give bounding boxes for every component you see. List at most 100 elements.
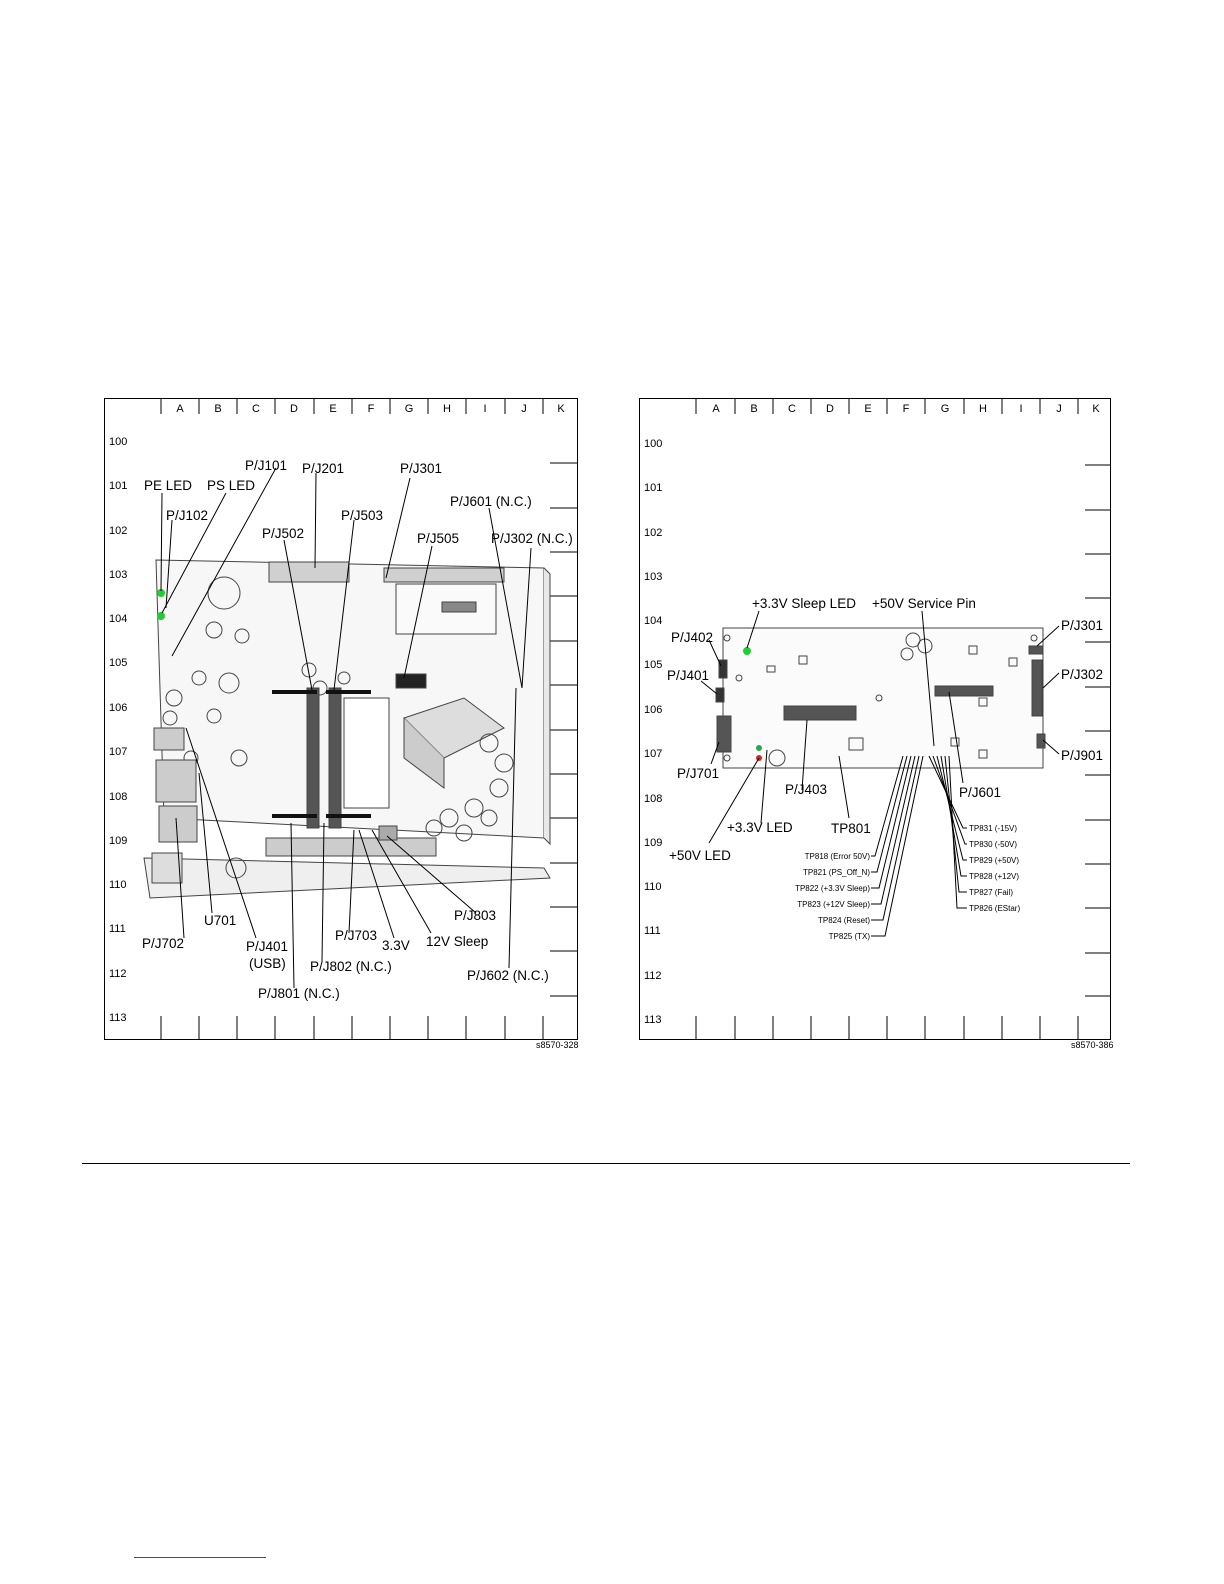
col-label: C — [252, 403, 260, 415]
frame — [104, 398, 578, 1040]
row-label: 102 — [644, 527, 662, 539]
row-label: 105 — [644, 659, 662, 671]
label-pj301: P/J301 — [400, 461, 442, 476]
label-pj401: P/J401 — [667, 668, 709, 683]
row-label: 109 — [109, 835, 127, 847]
row-label: 109 — [644, 837, 662, 849]
label-pj302: P/J302 (N.C.) — [491, 531, 573, 546]
ps-led-indicator — [157, 612, 165, 620]
row-label: 100 — [644, 438, 662, 450]
row-label: 107 — [644, 748, 662, 760]
test-point-label: TP831 (-15V) — [969, 824, 1017, 833]
test-point-label: TP828 (+12V) — [969, 872, 1019, 881]
label-pj302: P/J302 — [1061, 667, 1103, 682]
bottom-ticks — [695, 1016, 1079, 1040]
label-pj201: P/J201 — [302, 461, 344, 476]
label-pj901: P/J901 — [1061, 748, 1103, 763]
row-label: 111 — [644, 925, 661, 937]
label-u701: U701 — [204, 913, 236, 928]
label-sleep-led: +3.3V Sleep LED — [752, 596, 856, 611]
label-tp801: TP801 — [831, 821, 871, 836]
label-pe-led: PE LED — [144, 478, 192, 493]
col-label: E — [329, 403, 336, 415]
row-label: 112 — [644, 970, 662, 982]
leader-lines — [700, 610, 1060, 844]
pe-led-indicator — [157, 589, 165, 597]
row-label: 104 — [109, 613, 127, 625]
label-pj101: P/J101 — [245, 458, 287, 473]
col-label: F — [903, 403, 910, 415]
left-board-diagram: A B C D E F G H I J K 100 101 102 103 10… — [104, 398, 578, 1050]
col-label: G — [941, 403, 950, 415]
label-pj802: P/J802 (N.C.) — [310, 959, 392, 974]
frame — [639, 398, 1111, 1040]
label-3v3: 3.3V — [382, 938, 410, 953]
label-3v3-led: +3.3V LED — [727, 820, 793, 835]
test-point-label: TP829 (+50V) — [969, 856, 1019, 865]
test-point-label: TP824 (Reset) — [818, 916, 870, 925]
footer-link-underline[interactable] — [134, 1557, 266, 1558]
row-label: 111 — [109, 923, 126, 935]
test-point-label: TP825 (TX) — [829, 932, 871, 941]
row-label: 101 — [644, 482, 662, 494]
col-label: H — [979, 403, 987, 415]
col-label: B — [750, 403, 757, 415]
test-point-label: TP827 (Fail) — [969, 888, 1013, 897]
label-pj801: P/J801 (N.C.) — [258, 986, 340, 1001]
col-label: A — [176, 403, 184, 415]
label-pj601: P/J601 (N.C.) — [450, 494, 532, 509]
label-pj602: P/J602 (N.C.) — [467, 968, 549, 983]
label-pj403: P/J403 — [785, 782, 827, 797]
top-ticks — [695, 398, 1079, 414]
row-label: 106 — [109, 702, 127, 714]
label-pj701: P/J701 — [677, 766, 719, 781]
row-label: 113 — [644, 1014, 662, 1026]
right-ticks — [550, 462, 578, 997]
col-label: F — [368, 403, 375, 415]
col-label: K — [557, 403, 565, 415]
right-ticks — [1085, 464, 1111, 997]
label-ps-led: PS LED — [207, 478, 255, 493]
row-label: 110 — [644, 881, 662, 893]
col-label: B — [214, 403, 221, 415]
test-point-label: TP818 (Error 50V) — [805, 852, 871, 861]
test-point-label: TP826 (EStar) — [969, 904, 1020, 913]
row-label: 103 — [644, 571, 662, 583]
right-figure-id: s8570-386 — [1071, 1040, 1114, 1050]
sleep-led-indicator — [743, 647, 751, 655]
row-label: 110 — [109, 879, 127, 891]
row-label: 112 — [109, 968, 127, 980]
col-label: G — [405, 403, 414, 415]
top-ticks — [160, 398, 544, 414]
col-label: K — [1092, 403, 1100, 415]
label-pj401: P/J401 — [246, 939, 288, 954]
col-label: D — [826, 403, 834, 415]
row-label: 103 — [109, 569, 127, 581]
label-service-pin: +50V Service Pin — [872, 596, 976, 611]
col-label: A — [712, 403, 720, 415]
right-board-svg: A B C D E F G H I J K 100 101 102 103 10… — [639, 398, 1111, 1040]
col-label: J — [1056, 403, 1062, 415]
label-pj702: P/J702 — [142, 936, 184, 951]
test-point-label: TP823 (+12V Sleep) — [797, 900, 870, 909]
bottom-ticks — [160, 1016, 544, 1040]
label-pj502: P/J502 — [262, 526, 304, 541]
row-label: 106 — [644, 704, 662, 716]
row-label: 100 — [109, 436, 127, 448]
row-label: 108 — [644, 793, 662, 805]
label-pj102: P/J102 — [166, 508, 208, 523]
row-label: 102 — [109, 525, 127, 537]
row-label: 101 — [109, 480, 127, 492]
circuit-board — [143, 559, 551, 899]
test-point-label: TP830 (-50V) — [969, 840, 1017, 849]
test-point-label: TP822 (+3.3V Sleep) — [795, 884, 870, 893]
test-point-label: TP821 (PS_Off_N) — [803, 868, 870, 877]
right-board-diagram: A B C D E F G H I J K 100 101 102 103 10… — [639, 398, 1111, 1040]
leader-lines — [160, 467, 532, 989]
col-label: I — [483, 403, 486, 415]
row-label: 113 — [109, 1012, 127, 1024]
row-label: 108 — [109, 791, 127, 803]
col-label: H — [443, 403, 451, 415]
label-usb: (USB) — [249, 956, 286, 971]
label-pj402: P/J402 — [671, 630, 713, 645]
